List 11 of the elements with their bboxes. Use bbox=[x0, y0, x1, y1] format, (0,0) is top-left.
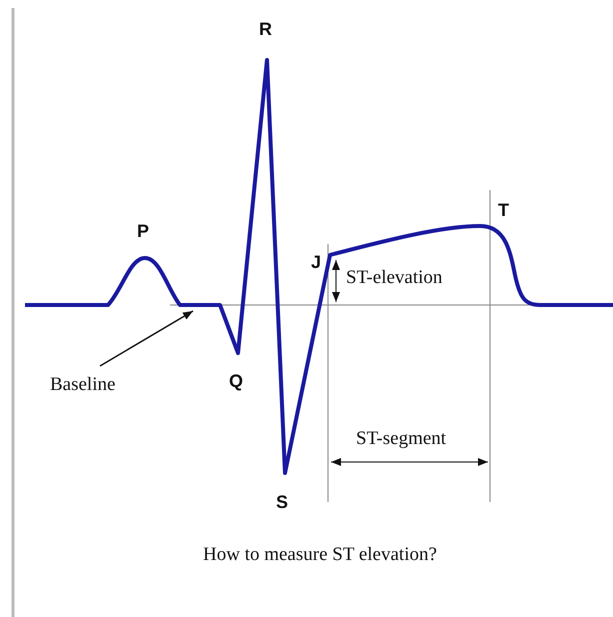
point-label: J bbox=[311, 253, 322, 271]
measure-label: ST-elevation bbox=[346, 268, 442, 287]
wave-label: P bbox=[137, 222, 150, 240]
wave-label: T bbox=[498, 201, 509, 219]
baseline-label: Baseline bbox=[50, 375, 116, 394]
leader-line bbox=[100, 310, 194, 367]
wave-label: Q bbox=[229, 372, 244, 390]
wave-label: S bbox=[276, 493, 288, 511]
caption: How to measure ST elevation? bbox=[203, 545, 437, 564]
wave-label: R bbox=[259, 20, 272, 38]
measure-label: ST-segment bbox=[356, 429, 446, 448]
